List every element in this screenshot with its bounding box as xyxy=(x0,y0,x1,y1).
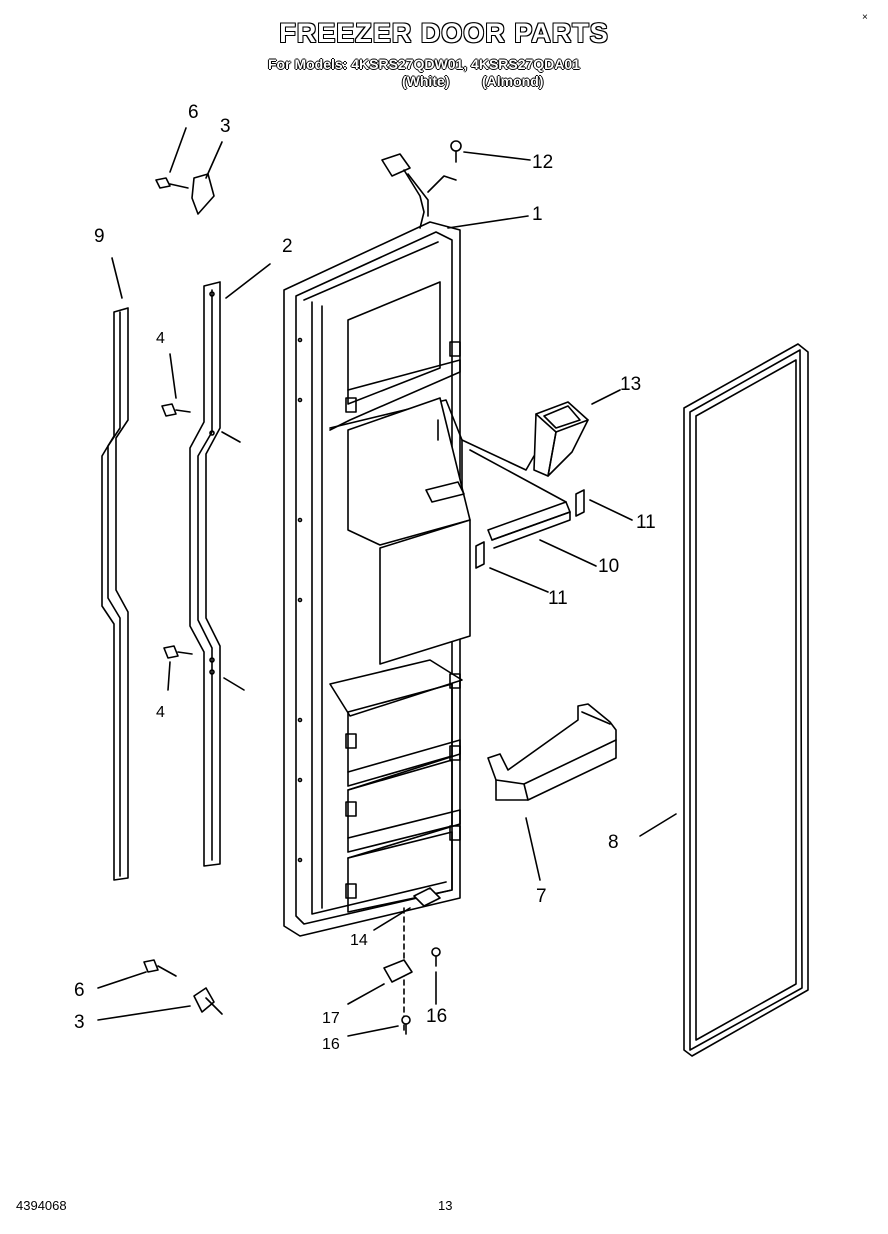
callout-17: 17 xyxy=(322,1010,340,1027)
callout-16-left: 16 xyxy=(322,1036,340,1053)
page-number: 13 xyxy=(438,1198,453,1213)
part-1-door xyxy=(283,153,471,937)
hinge-hardware xyxy=(143,173,223,1015)
page-title: FREEZER DOOR PARTS xyxy=(279,18,609,48)
callout-14: 14 xyxy=(350,932,368,949)
callout-11-upper: 11 xyxy=(636,512,656,533)
callout-6-bottom: 6 xyxy=(74,980,85,1001)
part-13-chute xyxy=(533,401,589,477)
variant-almond: (Almond) xyxy=(482,73,544,89)
callout-10: 10 xyxy=(598,556,620,577)
lower-hinge-parts xyxy=(383,887,441,1035)
callout-3-bottom: 3 xyxy=(74,1012,85,1033)
callout-3-top: 3 xyxy=(220,116,231,137)
leader-arrows xyxy=(97,127,677,1037)
callout-6-top: 6 xyxy=(188,102,199,123)
callout-4-top: 4 xyxy=(156,330,165,347)
part-13-leader xyxy=(461,439,535,471)
callout-13: 13 xyxy=(620,374,642,395)
corner-mark: × xyxy=(862,12,868,23)
part-2-bar xyxy=(189,281,245,867)
callout-4-bottom: 4 xyxy=(156,704,165,721)
callout-1: 1 xyxy=(532,204,543,225)
part-11-clips xyxy=(475,489,585,569)
callout-12: 12 xyxy=(532,152,554,173)
callout-11-lower: 11 xyxy=(548,588,568,609)
document-number: 4394068 xyxy=(16,1198,67,1213)
part-10-strip xyxy=(469,449,571,549)
callout-16-right: 16 xyxy=(426,1006,448,1027)
part-12-screw xyxy=(450,140,462,163)
part-7-bin xyxy=(487,703,617,801)
variant-white: (White) xyxy=(402,73,450,89)
callout-2: 2 xyxy=(282,236,293,257)
callout-9: 9 xyxy=(94,226,105,247)
part-8-gasket xyxy=(683,343,809,1057)
part-9-strip xyxy=(101,307,129,881)
callout-7: 7 xyxy=(536,886,547,907)
callout-8: 8 xyxy=(608,832,619,853)
models-line: For Models: 4KSRS27QDW01, 4KSRS27QDA01 xyxy=(268,56,580,72)
